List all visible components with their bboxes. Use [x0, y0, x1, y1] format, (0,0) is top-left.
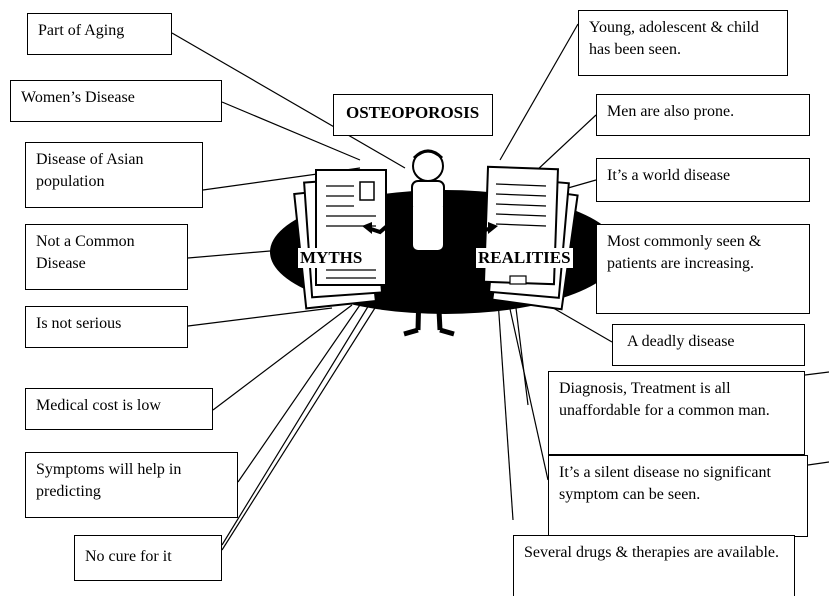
reality-box: Young, adolescent & child has been seen. [578, 10, 788, 76]
connector-young [499, 23, 579, 161]
myth-box: Medical cost is low [25, 388, 213, 430]
myth-box: No cure for it [74, 535, 222, 581]
connector-world [567, 179, 597, 189]
connector-men [534, 114, 597, 173]
connector-medical-cost [212, 304, 353, 411]
diagram-title: OSTEOPOROSIS [333, 94, 493, 136]
reality-box: It’s a world disease [596, 158, 810, 202]
connector-lines [171, 23, 829, 551]
myth-box: Not a Common Disease [25, 224, 188, 290]
connector-edge-b [807, 461, 829, 466]
reality-box: A deadly disease [612, 324, 805, 366]
connector-silent [507, 299, 549, 481]
reality-box: Diagnosis, Treatment is all unaffordable… [548, 371, 805, 455]
reality-box: Men are also prone. [596, 94, 810, 136]
myths-document-stack [293, 169, 387, 310]
reality-box: Most commonly seen & patients are increa… [596, 224, 810, 314]
myth-box: Is not serious [25, 306, 188, 348]
presenter-figure [362, 149, 498, 337]
myth-box: Part of Aging [27, 13, 172, 55]
reality-box: Several drugs & therapies are available. [513, 535, 795, 596]
myth-box: Disease of Asian population [25, 142, 203, 208]
myths-label: MYTHS [298, 248, 365, 268]
illustration [270, 149, 620, 337]
connector-womens-disease [221, 101, 361, 161]
connector-edge-a [804, 371, 829, 376]
realities-document-stack [482, 165, 579, 311]
connector-deadly [547, 304, 613, 343]
connector-not-serious [187, 307, 333, 327]
connector-no-cure-a [221, 299, 381, 551]
myth-box: Women’s Disease [10, 80, 222, 122]
connector-no-cure-b [221, 299, 373, 546]
reality-box: It’s a silent disease no significant sym… [548, 455, 808, 537]
connector-diagnosis [514, 299, 529, 406]
connector-symptoms [237, 301, 363, 483]
myth-box: Symptoms will help in predicting [25, 452, 238, 518]
connector-drugs [497, 299, 514, 521]
realities-label: REALITIES [476, 248, 573, 268]
connector-part-of-aging [171, 32, 406, 169]
